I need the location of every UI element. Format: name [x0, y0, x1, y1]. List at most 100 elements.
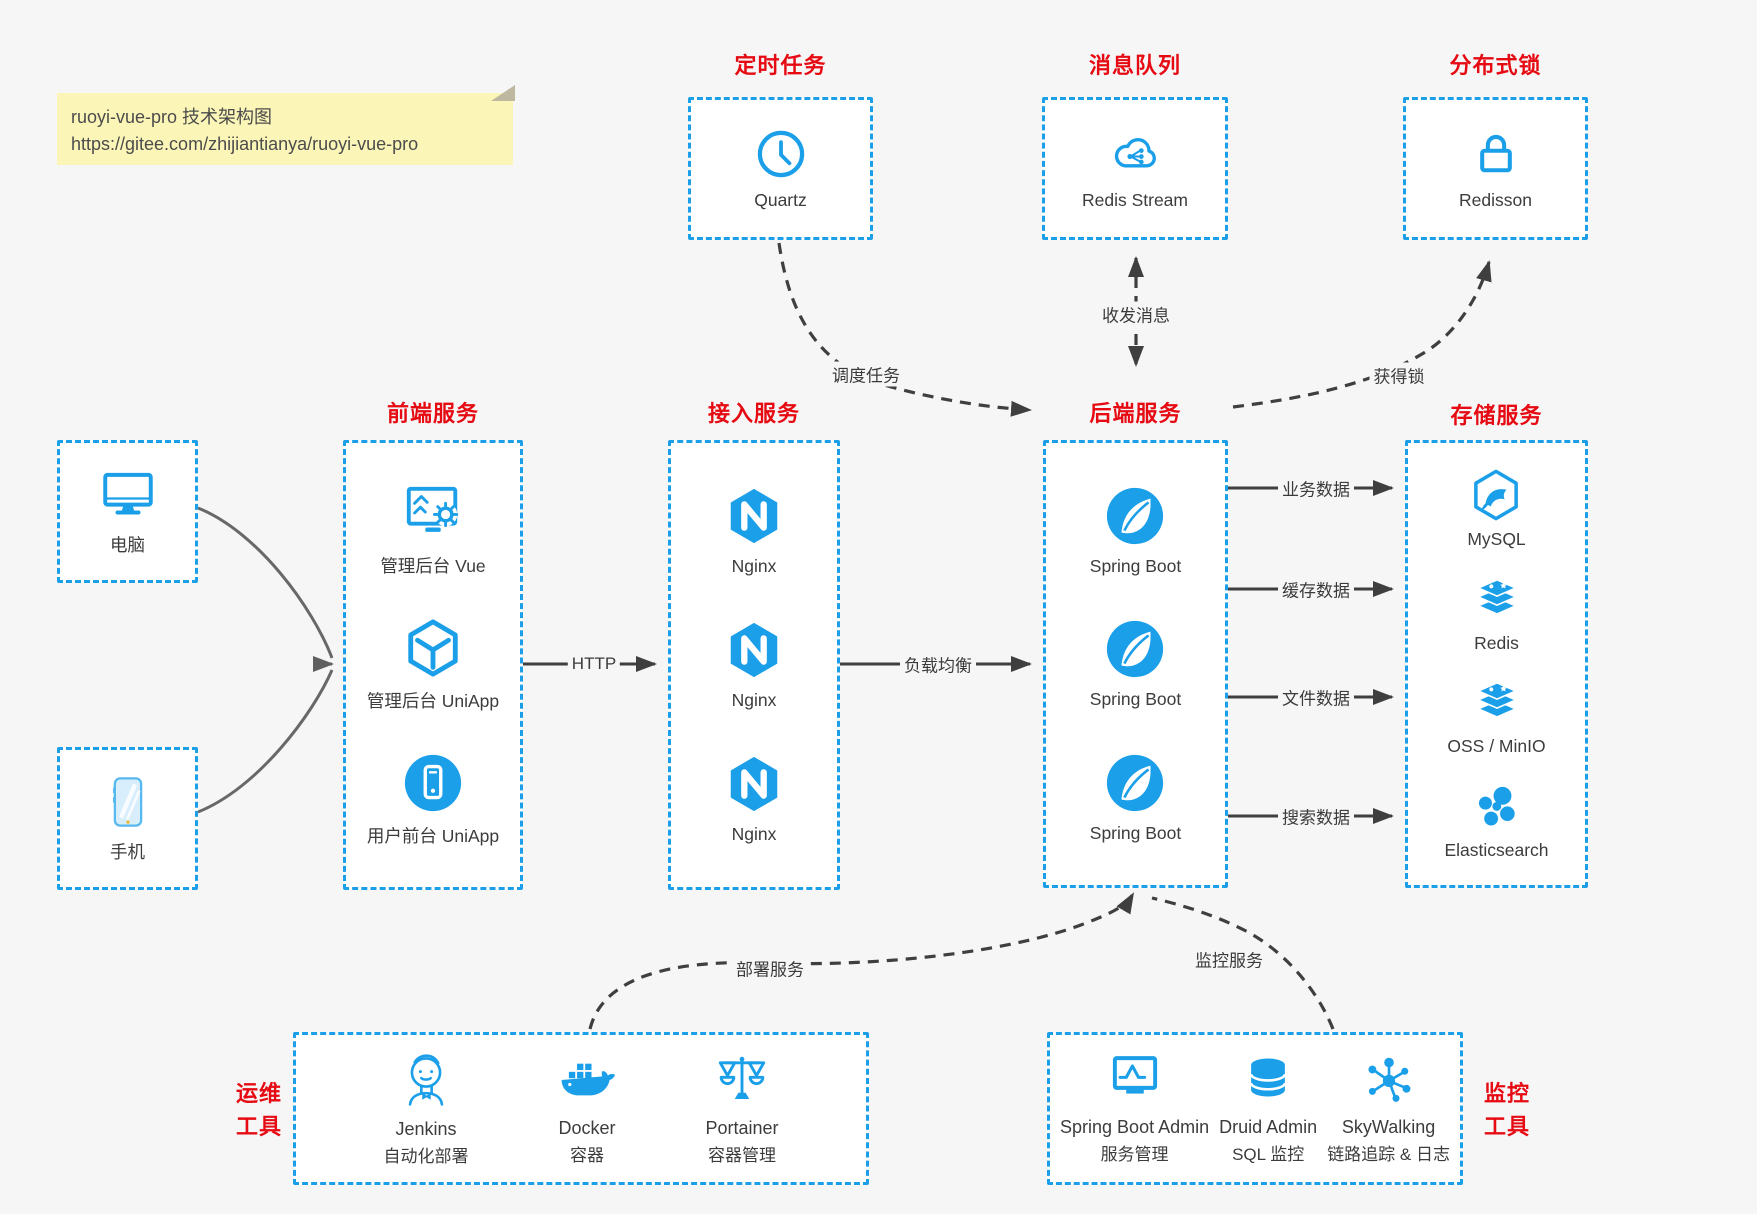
edge-acquire-lock-arrow [1232, 260, 1492, 409]
storage-box: MySQL Redis [1405, 440, 1588, 888]
edge-label-business-data: 业务数据 [1278, 475, 1354, 501]
user-app-icon [402, 752, 464, 814]
admin-uniapp-item: 管理后台 UniApp [367, 617, 499, 713]
oss-minio-item: OSS / MinIO [1447, 678, 1546, 757]
item-label: Nginx [731, 824, 777, 844]
group-title-distributed-lock: 分布式锁 [1449, 53, 1542, 78]
edge-deploy-service-arrow [588, 892, 1135, 1030]
item-label: Spring Boot [1089, 822, 1182, 843]
docker-item: Docker 容器 [556, 1051, 618, 1166]
edge-label-load-balance: 负载均衡 [900, 651, 976, 677]
mysql-item: MySQL [1467, 467, 1526, 550]
smartphone-icon [100, 774, 156, 830]
group-title-scheduler: 定时任务 [734, 53, 827, 78]
backend-box: Spring Boot Spring Boot Spring Boot [1043, 440, 1228, 888]
item-label: Spring Boot [1089, 555, 1182, 576]
spring-boot-icon [1104, 752, 1166, 814]
item-desc: 链路追踪 & 日志 [1327, 1145, 1450, 1164]
edge-label-deploy-service: 部署服务 [732, 955, 808, 981]
jenkins-icon [396, 1050, 456, 1110]
item-desc: SQL 监控 [1232, 1145, 1305, 1164]
user-uniapp-item: 用户前台 UniApp [367, 752, 499, 848]
edge-label-search-data: 搜索数据 [1278, 803, 1354, 829]
edge-phone-to-frontend [197, 669, 334, 814]
edge-label-cache-data: 缓存数据 [1278, 576, 1354, 602]
ops-tools-box: Jenkins 自动化部署 Docker 容器 [293, 1032, 869, 1185]
edge-label-schedule-task: 调度任务 [828, 361, 904, 387]
spring-boot-item: Spring Boot [1090, 485, 1181, 577]
edge-label-file-data: 文件数据 [1278, 684, 1354, 710]
item-name: Docker [558, 1118, 616, 1138]
item-label: Elasticsearch [1444, 839, 1549, 860]
spring-boot-admin-item: Spring Boot Admin 服务管理 [1060, 1052, 1209, 1165]
druid-admin-item: Druid Admin SQL 监控 [1219, 1052, 1317, 1165]
nginx-icon [723, 485, 785, 547]
spring-boot-icon [1104, 485, 1166, 547]
edge-label-send-receive-message: 收发消息 [1098, 301, 1174, 327]
item-label: Redisson [1459, 189, 1532, 210]
clock-icon [754, 127, 808, 181]
elasticsearch-icon [1468, 782, 1524, 834]
redis-item: Redis [1469, 575, 1525, 654]
distributed-lock-box: Redisson [1403, 97, 1588, 240]
item-label: OSS / MinIO [1447, 736, 1546, 757]
oss-minio-icon [1469, 678, 1525, 730]
portainer-item: Portainer 容器管理 [705, 1051, 779, 1166]
spring-boot-icon [1104, 618, 1166, 680]
spring-boot-item: Spring Boot [1090, 752, 1181, 844]
edge-schedule-task-arrow [777, 242, 1032, 417]
note-title: ruoyi-vue-pro 技术架构图 [71, 107, 273, 127]
item-desc: 自动化部署 [383, 1147, 469, 1166]
uniapp-cube-icon [402, 617, 464, 679]
nginx-item: Nginx [723, 619, 785, 711]
item-name: Jenkins [395, 1119, 457, 1139]
note-url: https://gitee.com/zhijiantianya/ruoyi-vu… [71, 134, 419, 154]
redis-icon [1469, 575, 1525, 627]
item-name: Druid Admin [1219, 1117, 1318, 1137]
nginx-icon [723, 619, 785, 681]
item-name: Spring Boot Admin [1060, 1117, 1210, 1137]
group-title-ops-line2: 工具 [235, 1114, 282, 1139]
item-label: Spring Boot [1089, 689, 1182, 709]
item-label: MySQL [1467, 529, 1526, 550]
item-label: Nginx [731, 690, 777, 710]
note-fold-corner [491, 85, 515, 101]
lock-icon [1470, 127, 1522, 181]
mysql-icon [1468, 467, 1524, 523]
scheduler-box: Quartz [688, 97, 873, 240]
elasticsearch-item: Elasticsearch [1444, 782, 1549, 861]
jenkins-item: Jenkins 自动化部署 [383, 1050, 468, 1167]
admin-vue-icon [402, 482, 464, 544]
edge-label-acquire-lock: 获得锁 [1369, 362, 1429, 388]
desktop-icon [99, 467, 157, 523]
cloud-stream-icon [1107, 127, 1163, 181]
druid-db-icon [1241, 1052, 1295, 1108]
sba-monitor-icon [1106, 1052, 1164, 1108]
nginx-icon [723, 753, 785, 815]
edge-monitor-service-line [1151, 896, 1335, 1030]
portainer-icon [713, 1051, 771, 1109]
item-desc: 容器 [569, 1146, 604, 1165]
group-title-ops: 运维 工具 [228, 1077, 290, 1143]
item-label: 管理后台 UniApp [366, 691, 500, 711]
group-title-backend: 后端服务 [1089, 401, 1182, 426]
sticky-note: ruoyi-vue-pro 技术架构图 https://gitee.com/zh… [57, 85, 515, 165]
group-title-frontend: 前端服务 [386, 401, 479, 426]
mobile-item: 手机 [100, 774, 156, 864]
message-queue-box: Redis Stream [1042, 97, 1228, 240]
redisson-item: Redisson [1459, 127, 1532, 211]
monitoring-tools-box: Spring Boot Admin 服务管理 Druid Admin SQL 监… [1047, 1032, 1463, 1185]
pc-client-box: 电脑 [57, 440, 198, 583]
skywalking-icon [1361, 1052, 1417, 1108]
pc-item: 电脑 [99, 467, 157, 557]
group-title-monitoring-line2: 工具 [1483, 1114, 1530, 1139]
group-title-storage: 存储服务 [1450, 403, 1543, 428]
edge-pc-to-frontend [197, 506, 334, 659]
gateway-box: Nginx Nginx Nginx [668, 440, 840, 890]
mobile-client-box: 手机 [57, 747, 198, 890]
item-label: 电脑 [110, 534, 145, 555]
edge-label-monitor-service: 监控服务 [1191, 946, 1267, 972]
item-label: 管理后台 Vue [380, 556, 486, 576]
item-desc: 服务管理 [1100, 1145, 1169, 1164]
